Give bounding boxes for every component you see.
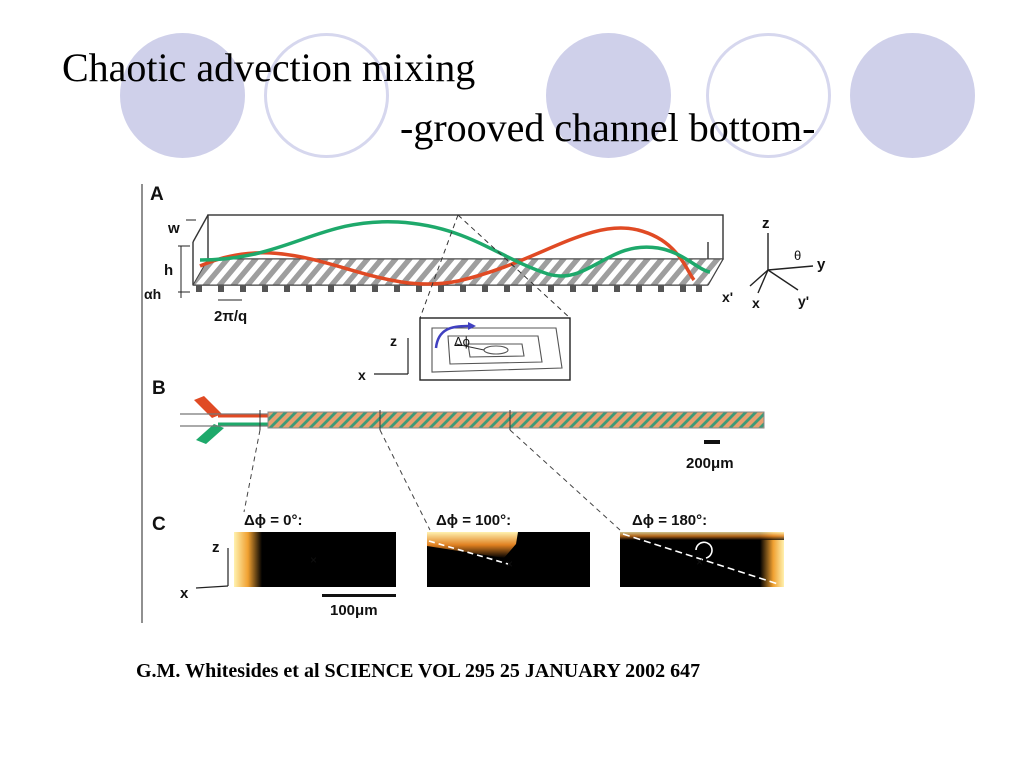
section-3-label: Δϕ = 180°: bbox=[632, 512, 707, 529]
coordinate-axes bbox=[749, 233, 814, 294]
green-streamline bbox=[199, 220, 711, 278]
groove-teeth bbox=[196, 285, 702, 292]
axis-y-prime-label: y' bbox=[798, 293, 809, 309]
decorative-circle bbox=[120, 33, 245, 158]
mixer-figure: A w bbox=[141, 184, 826, 623]
axis-z-label: z bbox=[762, 215, 770, 232]
inset-delta-phi-label: Δϕ bbox=[454, 334, 470, 349]
dim-h-label: h bbox=[164, 262, 173, 279]
svg-text:×: × bbox=[310, 553, 317, 567]
svg-text:×: × bbox=[696, 555, 703, 569]
green-inlet bbox=[196, 424, 224, 444]
panel-c-label: C bbox=[152, 514, 166, 535]
axis-x-label: x bbox=[752, 295, 760, 311]
svg-text:×: × bbox=[506, 557, 513, 571]
citation: G.M. Whitesides et al SCIENCE VOL 295 25… bbox=[136, 660, 701, 682]
decorative-ring bbox=[264, 33, 389, 158]
panel-c-scale-label: 100μm bbox=[330, 602, 378, 619]
inset-x-label: x bbox=[358, 367, 366, 383]
slide-title: Chaotic advection mixing bbox=[62, 45, 476, 90]
panel-c: C Δϕ = 0°: × Δϕ = 100°: × Δϕ = 180°: × z… bbox=[152, 512, 784, 619]
axis-theta-label: θ bbox=[794, 248, 801, 263]
panel-a: A w bbox=[144, 184, 826, 383]
decorative-circle bbox=[546, 33, 671, 158]
groove-period-label: 2π/q bbox=[214, 308, 247, 325]
red-inlet bbox=[194, 396, 222, 418]
panel-b-label: B bbox=[152, 378, 166, 399]
slide-subtitle: -grooved channel bottom- bbox=[400, 105, 816, 150]
dim-w-label: w bbox=[167, 220, 180, 237]
panel-c-z-label: z bbox=[212, 539, 220, 556]
panel-c-x-label: x bbox=[180, 585, 189, 602]
decorative-circle bbox=[850, 33, 975, 158]
inset-z-label: z bbox=[390, 333, 397, 349]
section-2-label: Δϕ = 100°: bbox=[436, 512, 511, 529]
axis-y-label: y bbox=[817, 256, 826, 273]
mixing-channel bbox=[268, 412, 764, 428]
cross-section-inset: Δϕ bbox=[419, 317, 571, 381]
section-1-label: Δϕ = 0°: bbox=[244, 512, 302, 529]
axis-x-prime-label: x' bbox=[722, 289, 733, 305]
panel-b-scale-label: 200μm bbox=[686, 455, 734, 472]
dim-alpha-h-label: αh bbox=[144, 286, 161, 302]
panel-a-label: A bbox=[150, 184, 164, 205]
decorative-ring bbox=[706, 33, 831, 158]
red-streamline bbox=[199, 226, 696, 286]
panel-b: B 200μm bbox=[152, 378, 765, 531]
